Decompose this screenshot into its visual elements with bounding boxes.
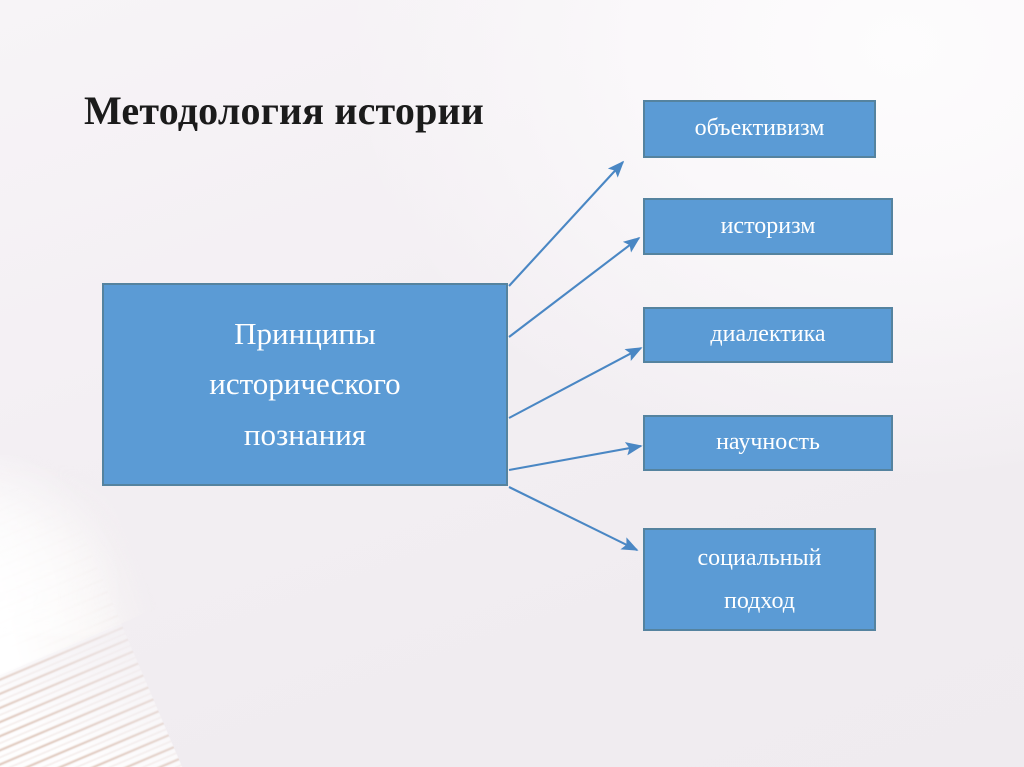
node-root-principles[interactable]: Принципы исторического познания bbox=[102, 283, 508, 486]
node-dialectics[interactable]: диалектика bbox=[643, 307, 893, 363]
page-title: Методология истории bbox=[84, 87, 485, 133]
node-root-label: Принципы исторического познания bbox=[209, 316, 401, 452]
connector-root-to-social bbox=[508, 486, 639, 551]
node-scientific-label: научность bbox=[716, 429, 820, 456]
connector-root-to-dialectics bbox=[508, 347, 643, 419]
node-historicism[interactable]: историзм bbox=[643, 198, 893, 255]
node-historicism-label: историзм bbox=[720, 212, 816, 239]
connector-root-to-objectivism bbox=[508, 160, 625, 287]
connector-root-to-historicism bbox=[508, 236, 641, 338]
node-social-approach[interactable]: социальный подход bbox=[643, 528, 876, 631]
node-dialectics-label: диалектика bbox=[710, 321, 826, 348]
node-scientific-approach[interactable]: научность bbox=[643, 415, 893, 471]
node-objectivism-label: объективизм bbox=[694, 115, 825, 142]
node-social-label: социальный подход bbox=[697, 544, 822, 614]
node-objectivism[interactable]: объективизм bbox=[643, 100, 876, 158]
connector-root-to-scientific bbox=[508, 442, 643, 472]
